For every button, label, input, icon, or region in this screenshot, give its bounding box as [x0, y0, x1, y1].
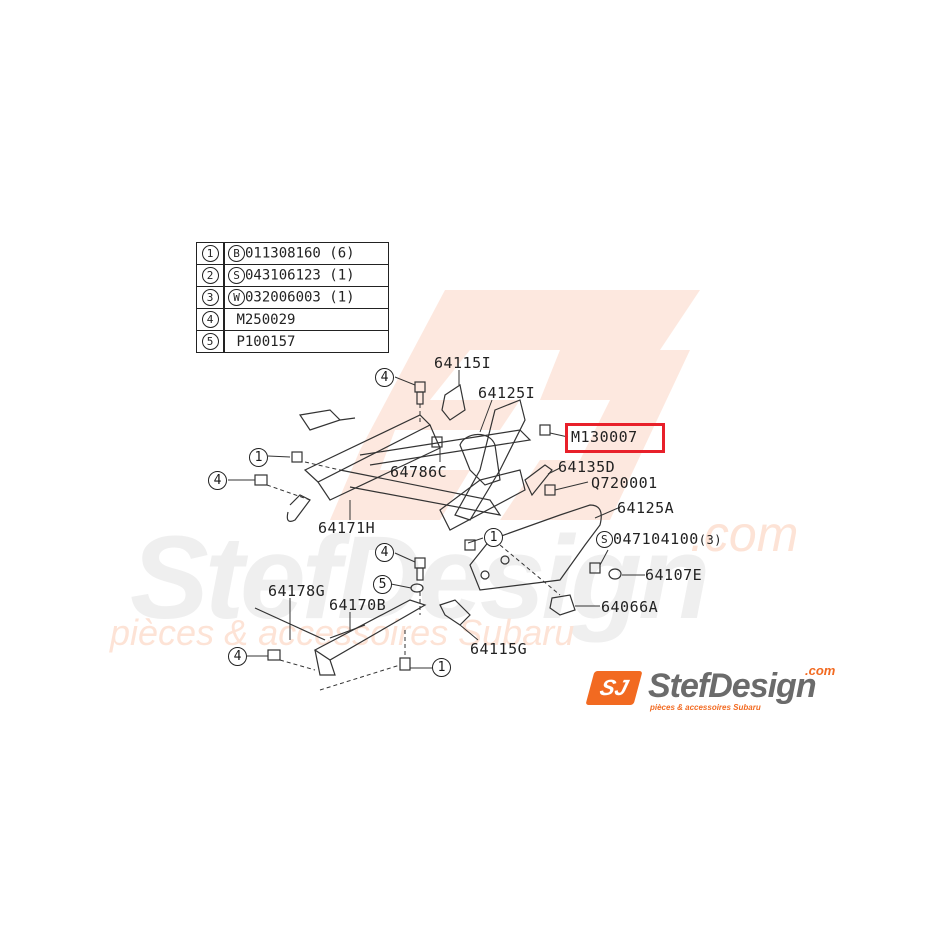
prefix-s-icon: S — [596, 531, 613, 548]
logo-com: .com — [805, 663, 836, 678]
prefix-s-icon: S — [228, 267, 245, 284]
legend-qty: (1) — [329, 289, 355, 306]
callout-1: 1 — [432, 658, 451, 677]
logo-name: StefDesign — [648, 667, 817, 705]
sj-logo-icon: SJ — [585, 671, 643, 705]
callout-5: 5 — [373, 575, 392, 594]
part-label-M130007: M130007 — [571, 428, 638, 446]
legend-num: 1 — [201, 245, 219, 262]
prefix-w-icon: W — [228, 289, 245, 306]
legend-num: 4 — [201, 311, 219, 328]
legend-num: 3 — [201, 289, 219, 306]
part-label-64170B: 64170B — [329, 596, 387, 614]
part-label-64107E: 64107E — [645, 566, 703, 584]
legend-num: 5 — [201, 333, 219, 350]
callout-4: 4 — [375, 368, 394, 387]
legend-num: 2 — [201, 267, 219, 284]
callout-4: 4 — [375, 543, 394, 562]
part-label-64115I: 64115I — [434, 354, 492, 372]
watermark-com: .com — [690, 506, 799, 562]
watermark-tagline: pièces & accessoires Subaru — [110, 612, 575, 653]
legend-qty: (6) — [329, 245, 355, 262]
legend-part: P100157 — [236, 333, 296, 350]
callout-1: 1 — [249, 448, 268, 467]
part-label-64066A: 64066A — [601, 598, 659, 616]
legend-part: 011308160 — [245, 245, 321, 262]
part-label-64135D: 64135D — [558, 458, 616, 476]
legend-row: 5 P100157 — [196, 330, 389, 353]
part-label-64125A: 64125A — [617, 499, 675, 517]
legend-part: 032006003 — [245, 289, 321, 306]
logo-tagline: pièces & accessoires Subaru — [650, 703, 761, 712]
legend-part: 043106123 — [245, 267, 321, 284]
part-label-64178G: 64178G — [268, 582, 326, 600]
callout-1: 1 — [484, 528, 503, 547]
prefix-b-icon: B — [228, 245, 245, 262]
part-label-64125I: 64125I — [478, 384, 536, 402]
callout-4: 4 — [208, 471, 227, 490]
part-label-64171H: 64171H — [318, 519, 376, 537]
callout-4: 4 — [228, 647, 247, 666]
watermark-brand: StefDesign — [130, 512, 710, 644]
part-label-64115G: 64115G — [470, 640, 528, 658]
selected-part-highlight — [565, 423, 665, 453]
part-label-Q720001: Q720001 — [591, 474, 658, 492]
stefdesign-logo: SJ StefDesign .com pièces & accessoires … — [585, 663, 850, 715]
legend-part: M250029 — [236, 311, 296, 328]
legend-qty: (1) — [329, 267, 355, 284]
part-label-64786C: 64786C — [390, 463, 448, 481]
